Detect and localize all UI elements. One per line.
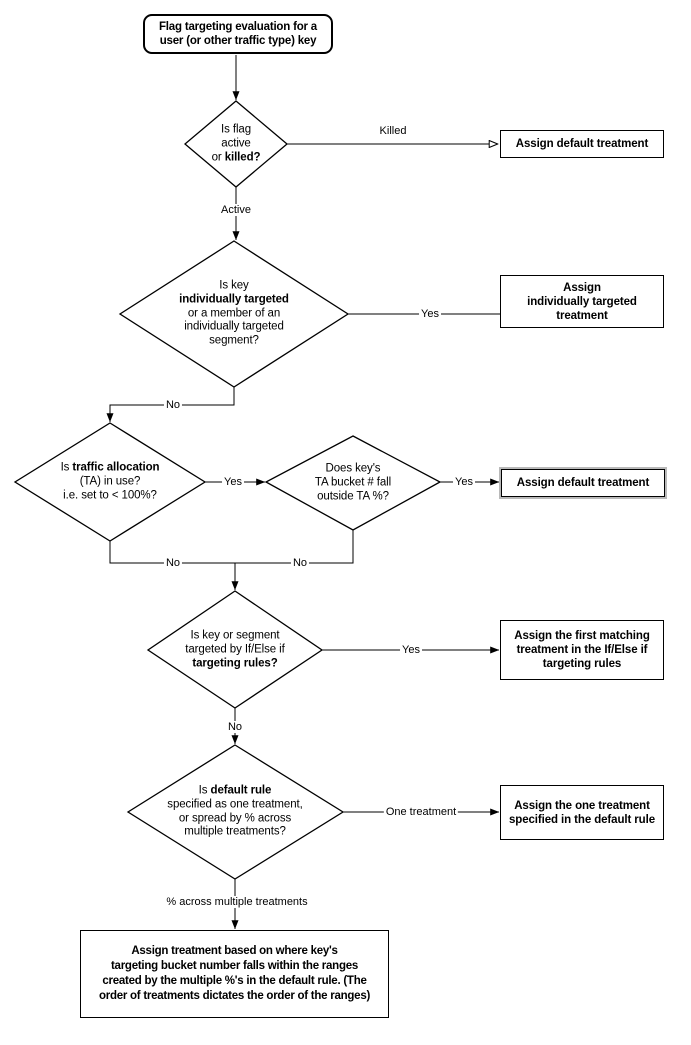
box-individually-targeted-treatment: Assign individually targeted treatment bbox=[500, 275, 664, 328]
diamond-flag-status-label: Is flag active or killed? bbox=[211, 123, 261, 163]
diamond-ta-bucket-label: Does key's TA bucket # fall outside TA %… bbox=[314, 462, 392, 502]
box-first-matching-treatment: Assign the first matching treatment in t… bbox=[500, 620, 664, 680]
diamond-targeting-rules bbox=[146, 590, 324, 709]
diamond-targeting-rules-label: Is key or segment targeted by If/Else if… bbox=[185, 629, 285, 669]
edge-label-ta-yes: Yes bbox=[222, 476, 244, 488]
box-default-treatment-killed: Assign default treatment bbox=[500, 130, 664, 158]
edge-label-percent-across: % across multiple treatments bbox=[164, 896, 310, 908]
diamond-default-rule-label: Is default rule specified as one treatme… bbox=[167, 784, 303, 838]
diamond-default-rule bbox=[126, 744, 345, 880]
edge-label-one-treatment: One treatment bbox=[383, 806, 459, 818]
box-bucket-ranges: Assign treatment based on where key's ta… bbox=[80, 930, 389, 1018]
diamond-traffic-allocation bbox=[13, 422, 207, 542]
edge-label-rules-no: No bbox=[225, 721, 245, 733]
edge-bucket-no bbox=[235, 530, 354, 564]
diamond-individual-targeting bbox=[118, 240, 350, 388]
start-line: user (or other traffic type) key bbox=[159, 35, 317, 47]
edge-label-killed: Killed bbox=[377, 125, 409, 137]
box-one-treatment: Assign the one treatment specified in th… bbox=[500, 785, 664, 840]
diamond-traffic-allocation-label: Is traffic allocation (TA) in use? i.e. … bbox=[60, 461, 160, 501]
edge-label-individual-yes: Yes bbox=[419, 308, 441, 320]
start-line: Flag targeting evaluation for a bbox=[158, 21, 318, 33]
start-node: Flag targeting evaluation for a user (or… bbox=[143, 14, 333, 54]
diamond-ta-bucket bbox=[264, 435, 442, 531]
edge-label-bucket-no: No bbox=[290, 557, 310, 569]
edge-label-individual-no: No bbox=[163, 399, 183, 411]
edge-label-rules-yes: Yes bbox=[400, 644, 422, 656]
diamond-individual-targeting-label: Is key individually targeted or a member… bbox=[179, 279, 289, 347]
diamond-flag-status bbox=[183, 100, 289, 188]
box-default-treatment-ta: Assign default treatment bbox=[501, 469, 665, 497]
edge-label-active: Active bbox=[219, 204, 253, 216]
edge-label-bucket-yes: Yes bbox=[453, 476, 475, 488]
edge-label-ta-no: No bbox=[163, 557, 183, 569]
